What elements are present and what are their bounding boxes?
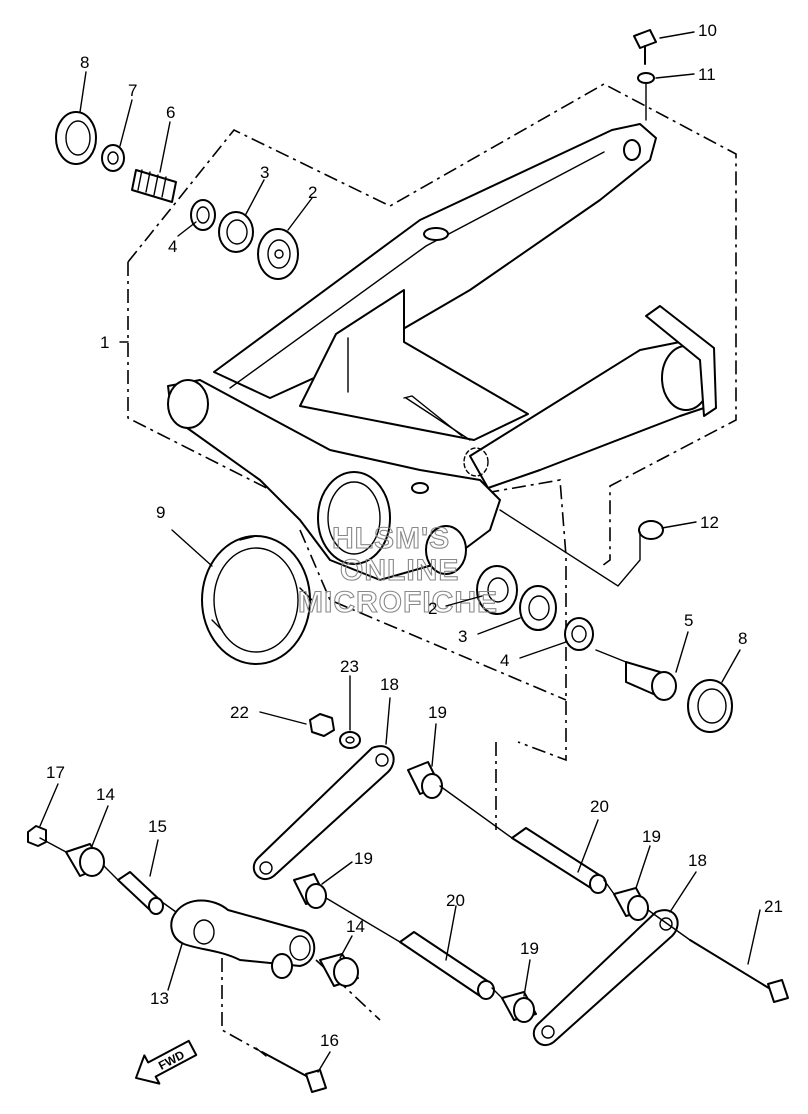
callout-2-upper: 2	[308, 183, 317, 202]
callout-23: 23	[340, 657, 359, 676]
collar-14-left	[65, 843, 105, 877]
callout-9: 9	[156, 503, 165, 522]
grease-hole	[423, 227, 449, 241]
bearing-2-lower	[476, 565, 518, 615]
watermark-line-1: HLSM'S	[332, 522, 450, 555]
callout-2-lower: 2	[428, 599, 437, 618]
callout-6: 6	[166, 103, 175, 122]
callout-3-upper: 3	[260, 163, 269, 182]
collar-19-c	[613, 887, 649, 921]
sleeve-20-lower	[399, 931, 495, 1000]
callout-18-upper: 18	[380, 675, 399, 694]
callout-13: 13	[150, 989, 169, 1008]
swingarm	[167, 123, 717, 581]
dust-seal-8-upper	[55, 111, 97, 165]
connecting-rod-18-upper	[252, 745, 395, 881]
callout-16: 16	[320, 1031, 339, 1050]
callout-7: 7	[128, 81, 137, 100]
nut-17	[27, 825, 47, 847]
bolt-10	[633, 29, 657, 65]
oil-seal-3-upper	[218, 211, 254, 253]
callout-14-right: 14	[346, 917, 365, 936]
callout-12: 12	[700, 513, 719, 532]
washer-11	[637, 72, 655, 121]
callout-1: 1	[100, 333, 109, 352]
callout-21: 21	[764, 897, 783, 916]
callout-4-upper: 4	[168, 237, 177, 256]
collar-19-a	[407, 761, 443, 799]
forward-direction-arrow: FWD	[134, 1039, 198, 1085]
relay-arm-13	[170, 899, 316, 979]
oil-seal-3-lower	[519, 585, 557, 631]
cap-12	[499, 509, 664, 587]
bolt-16	[255, 1047, 327, 1093]
callout-14-left: 14	[96, 785, 115, 804]
bolt-21	[689, 939, 789, 1003]
callout-3-lower: 3	[458, 627, 467, 646]
callout-17: 17	[46, 763, 65, 782]
watermark-line-3: MICROFICHE	[298, 586, 498, 619]
assembly-boundary-swingarm	[127, 83, 737, 1051]
callout-18-lower: 18	[688, 851, 707, 870]
bearing-2-upper	[257, 228, 299, 280]
watermark-line-2: ONLINE	[340, 554, 459, 587]
dust-seal-8-lower	[687, 679, 733, 733]
callout-8-lower: 8	[738, 629, 747, 648]
collar-4-upper	[190, 199, 216, 231]
collar-14-right	[319, 953, 359, 987]
callout-4-lower: 4	[500, 651, 509, 670]
nut-7	[101, 144, 125, 172]
callout-15: 15	[148, 817, 167, 836]
arm-end-hole	[623, 139, 641, 161]
collar-19-d	[501, 991, 537, 1023]
callout-10: 10	[698, 21, 717, 40]
washer-23	[339, 731, 361, 749]
connecting-rod-18-lower	[532, 909, 679, 1047]
sleeve-15	[117, 871, 164, 915]
assembly-guide-lines	[39, 785, 691, 999]
callout-19-b: 19	[354, 849, 373, 868]
callout-22: 22	[230, 703, 249, 722]
callout-19-a: 19	[428, 703, 447, 722]
callout-20-upper: 20	[590, 797, 609, 816]
collar-19-b	[293, 873, 327, 909]
callout-8-upper: 8	[80, 53, 89, 72]
pivot-bolt-5	[595, 649, 677, 701]
callout-11: 11	[698, 65, 716, 84]
callout-numbers: 1 2 2 3 3 4 4 5 6 7 8 8 9 10 11 12 13 14…	[46, 21, 783, 1050]
callout-19-c: 19	[642, 827, 661, 846]
cover-9	[201, 535, 313, 665]
callout-20-lower: 20	[446, 891, 465, 910]
nut-22	[309, 713, 335, 737]
leader-lines	[39, 31, 761, 1073]
watermark: HLSM'S ONLINE MICROFICHE	[297, 521, 498, 619]
callout-5: 5	[684, 611, 693, 630]
callout-19-d: 19	[520, 939, 539, 958]
collar-4-lower	[564, 617, 594, 651]
pivot-shaft-6	[131, 169, 177, 203]
